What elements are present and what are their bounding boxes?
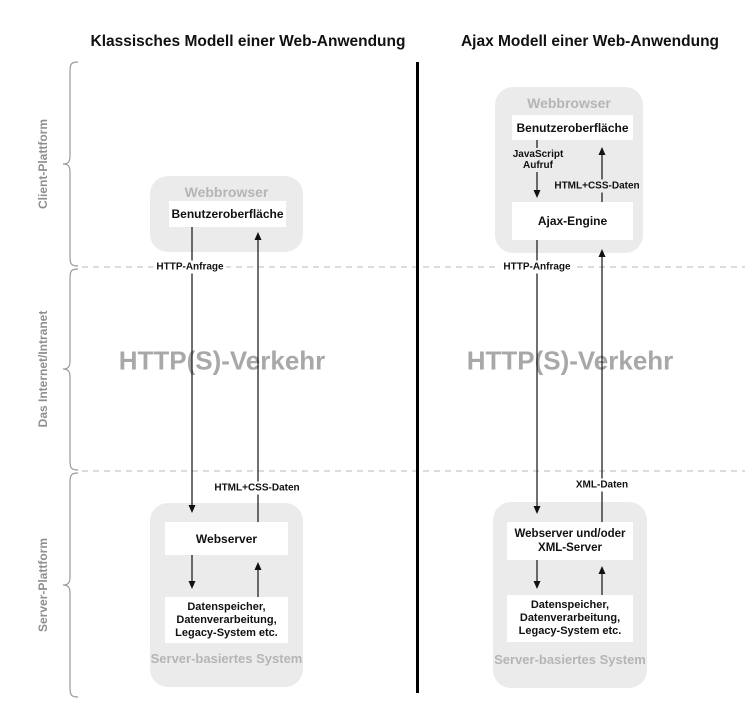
classic-http-request-label: HTTP-Anfrage — [153, 260, 227, 274]
ajax-html-css-label: HTML+CSS-Daten — [551, 179, 643, 193]
classic-html-css-response-label: HTML+CSS-Daten — [211, 481, 303, 495]
platform-separator-dashed-lines — [82, 266, 745, 472]
ajax-flow-arrows — [533, 140, 606, 595]
classic-webserver-box: Webserver — [165, 522, 288, 555]
classic-flow-arrows — [188, 227, 262, 597]
classic-ui-box: Benutzeroberfläche — [169, 201, 286, 227]
classic-model-title: Klassisches Modell einer Web-Anwendung — [90, 33, 406, 50]
ajax-server-system-title: Server-basiertes System — [494, 652, 646, 667]
ajax-webbrowser-title: Webbrowser — [527, 95, 611, 111]
classic-webbrowser-title: Webbrowser — [184, 184, 269, 200]
classic-server-system-title: Server-basiertes System — [150, 651, 303, 666]
ajax-xml-response-label: XML-Daten — [572, 478, 632, 492]
ajax-javascript-call-label: JavaScript Aufruf — [509, 148, 567, 172]
ajax-ui-box: Benutzeroberfläche — [512, 115, 633, 140]
ajax-http-request-label: HTTP-Anfrage — [500, 260, 574, 274]
http-traffic-text-right: HTTP(S)-Verkehr — [466, 345, 674, 376]
ajax-webserver-box: Webserver und/oder XML-Server — [507, 522, 633, 560]
classic-server-system-box: Webserver Datenspeicher, Datenverarbeitu… — [150, 503, 303, 687]
ajax-backend-box: Datenspeicher, Datenverarbeitung, Legacy… — [507, 595, 633, 642]
section-braces — [62, 61, 79, 698]
http-traffic-text-left: HTTP(S)-Verkehr — [118, 345, 326, 376]
classic-webbrowser-box: Webbrowser Benutzeroberfläche — [150, 176, 303, 252]
column-divider — [416, 62, 419, 693]
ajax-model-title: Ajax Modell einer Web-Anwendung — [460, 33, 720, 50]
classic-backend-box: Datenspeicher, Datenverarbeitung, Legacy… — [165, 597, 288, 643]
ajax-server-system-box: Webserver und/oder XML-Server Datenspeic… — [493, 502, 647, 688]
ajax-webbrowser-box: Webbrowser Benutzeroberfläche Ajax-Engin… — [495, 87, 643, 253]
ajax-engine-box: Ajax-Engine — [512, 202, 633, 240]
